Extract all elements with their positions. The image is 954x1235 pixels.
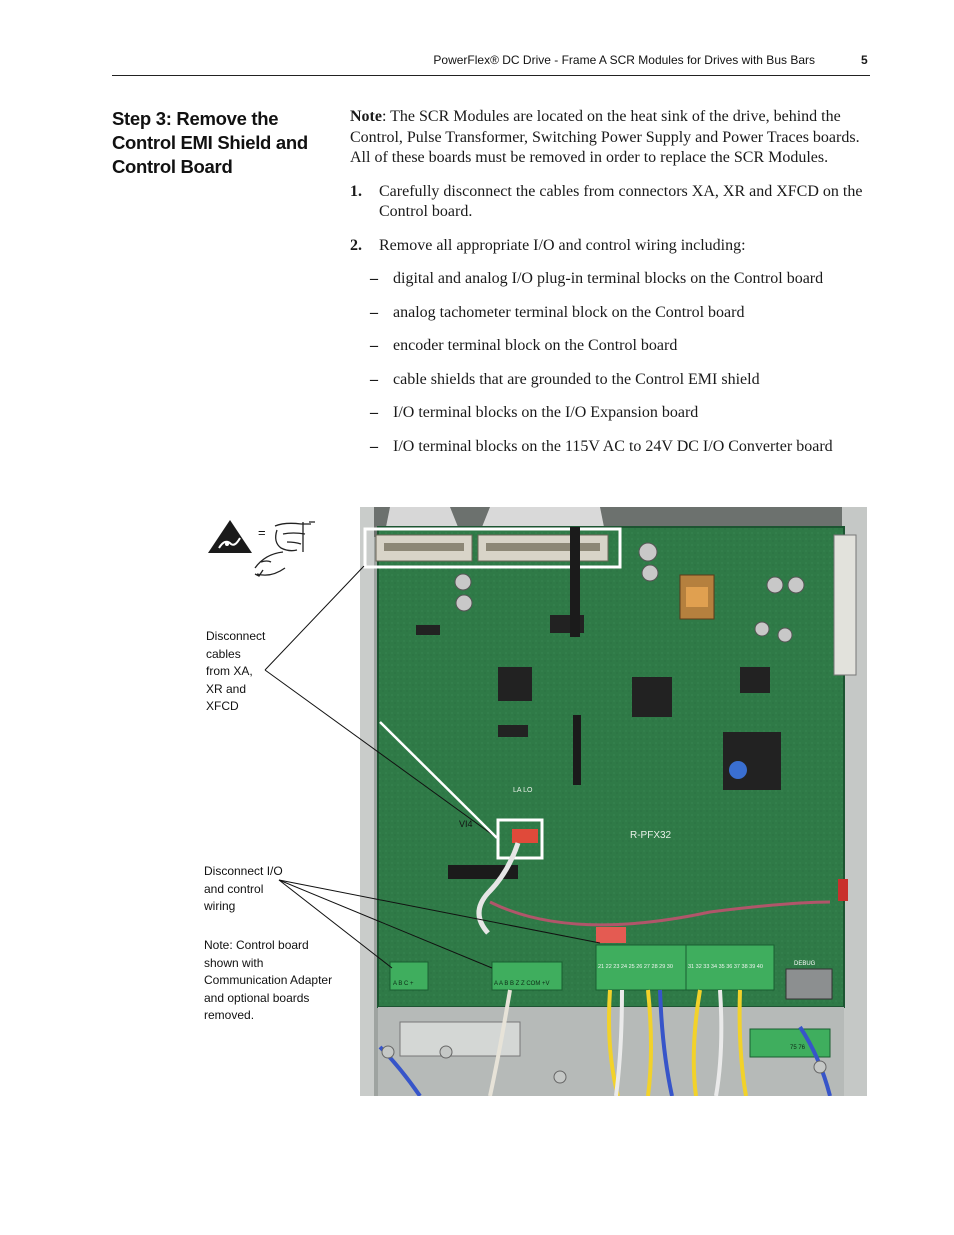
bullet-marker: – <box>370 437 378 455</box>
tb1-pin-labels: A B C + <box>393 981 414 987</box>
callout-disconnect-io: Disconnect I/O and control wiring <box>204 864 283 913</box>
header-divider <box>112 75 870 76</box>
bullet-marker: – <box>370 404 378 421</box>
tb4-pin-labels: 31 32 33 34 35 36 37 38 39 40 <box>688 964 763 970</box>
bullet-marker: – <box>370 270 378 287</box>
label-vi4: VI4 <box>459 819 473 829</box>
step-text: Remove all appropriate I/O and control w… <box>379 236 746 254</box>
step-text: Carefully disconnect the cables from con… <box>379 182 863 221</box>
page-number: 5 <box>861 53 868 67</box>
label-la-lo: LA LO <box>513 787 533 794</box>
bullet-item: –I/O terminal blocks on the I/O Expansio… <box>350 403 870 424</box>
bullet-text: analog tachometer terminal block on the … <box>393 303 745 321</box>
esd-warning-icon: = <box>208 520 315 577</box>
note-paragraph: Note: The SCR Modules are located on the… <box>350 107 870 169</box>
debug-port-label: DEBUG <box>794 961 816 967</box>
bullet-text: cable shields that are grounded to the C… <box>393 370 760 388</box>
step-heading: Step 3: Remove the Control EMI Shield an… <box>112 108 308 177</box>
esd-equals-sign: = <box>258 525 266 540</box>
callout-disconnect-cables: Disconnect cables from XA, XR and XFCD <box>206 629 266 713</box>
tb3-pin-labels: 21 22 23 24 25 26 27 28 29 30 <box>598 964 673 970</box>
bullet-item: –cable shields that are grounded to the … <box>350 370 870 391</box>
connector-highlight-box <box>363 527 622 569</box>
note-label: Note <box>350 108 382 125</box>
step-number: 2. <box>350 236 362 254</box>
bullet-marker: – <box>370 370 378 388</box>
note-text: : The SCR Modules are located on the hea… <box>350 108 860 166</box>
bullet-item: –encoder terminal block on the Control b… <box>350 336 870 357</box>
bullet-item: –I/O terminal blocks on the 115V AC to 2… <box>350 437 870 458</box>
step-item-1: 1. Carefully disconnect the cables from … <box>350 182 870 223</box>
bullet-marker: – <box>370 337 378 354</box>
bullet-text: I/O terminal blocks on the 115V AC to 24… <box>393 437 833 455</box>
running-header-title: PowerFlex® DC Drive - Frame A SCR Module… <box>433 53 815 67</box>
callout-board-note: Note: Control board shown with Communica… <box>204 938 333 1022</box>
step-number: 1. <box>350 182 362 200</box>
bullet-text: encoder terminal block on the Control bo… <box>393 337 678 354</box>
step-item-2: 2. Remove all appropriate I/O and contro… <box>350 236 870 257</box>
bullet-item: –analog tachometer terminal block on the… <box>350 303 870 324</box>
bullet-item: –digital and analog I/O plug-in terminal… <box>350 269 870 290</box>
bullet-text: digital and analog I/O plug-in terminal … <box>393 270 824 287</box>
board-part-number: R-PFX32 <box>630 830 672 841</box>
xfcd-highlight-box <box>496 818 544 860</box>
bullet-marker: – <box>370 303 378 321</box>
bullet-text: I/O terminal blocks on the I/O Expansion… <box>393 404 699 421</box>
control-board-photo: R-PFX32 VI4 LA LO A B C + A A B B Z Z CO… <box>360 507 867 1096</box>
tb2-pin-labels: A A B B Z Z COM +V <box>494 981 550 987</box>
tb5-pin-labels: 75 76 <box>790 1045 806 1051</box>
body-column: Note: The SCR Modules are located on the… <box>350 107 870 470</box>
